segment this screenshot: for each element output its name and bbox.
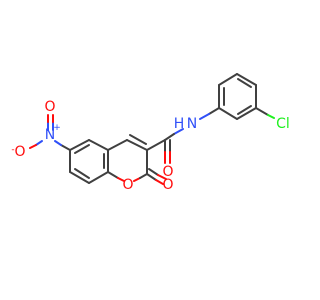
bond [107, 171, 119, 179]
bond [236, 73, 257, 86]
positive-charge: + [53, 123, 61, 133]
bond [54, 140, 62, 146]
bond [88, 171, 109, 184]
bond [237, 78, 252, 88]
nitro-oxide-oxygen-atom: O [14, 144, 25, 160]
bond [126, 139, 148, 151]
bond [74, 168, 90, 179]
nitrogen-atom: N [187, 116, 197, 132]
bond [267, 114, 275, 119]
bond [218, 107, 238, 120]
bond [60, 144, 71, 151]
bond [236, 107, 257, 120]
hydrogen-atom: H [174, 116, 185, 132]
bond [164, 133, 175, 141]
lactone-oxygen-atom: O [162, 177, 173, 193]
molecule-structure: N H Cl O O O N + O O - [11, 73, 290, 193]
bond [117, 177, 125, 182]
amide-oxygen-atom: O [162, 164, 173, 180]
nitro-nitrogen-atom: N [45, 127, 55, 143]
atom-labels: N H Cl O O O N + O O - [11, 99, 289, 193]
bond [146, 173, 157, 181]
bond [133, 177, 141, 182]
bond [173, 128, 184, 135]
bond [199, 113, 210, 120]
bond [208, 107, 220, 115]
bond [157, 174, 167, 180]
bonds [29, 73, 275, 185]
bond [69, 171, 90, 184]
bond [35, 140, 43, 146]
bond [218, 73, 238, 86]
bond [129, 134, 147, 145]
bond [155, 179, 164, 185]
bond [148, 168, 159, 176]
bond [237, 105, 252, 115]
bond [107, 139, 128, 151]
bond [74, 144, 90, 154]
ring-oxygen-atom: O [122, 177, 133, 193]
bond [146, 139, 166, 151]
bond [29, 144, 37, 149]
bond [88, 139, 109, 151]
bond [255, 107, 269, 116]
bond [69, 139, 90, 151]
nitro-oxygen-atom: O [44, 99, 55, 115]
negative-charge: - [11, 145, 14, 155]
bond [139, 173, 148, 179]
chlorine-atom: Cl [276, 116, 290, 132]
